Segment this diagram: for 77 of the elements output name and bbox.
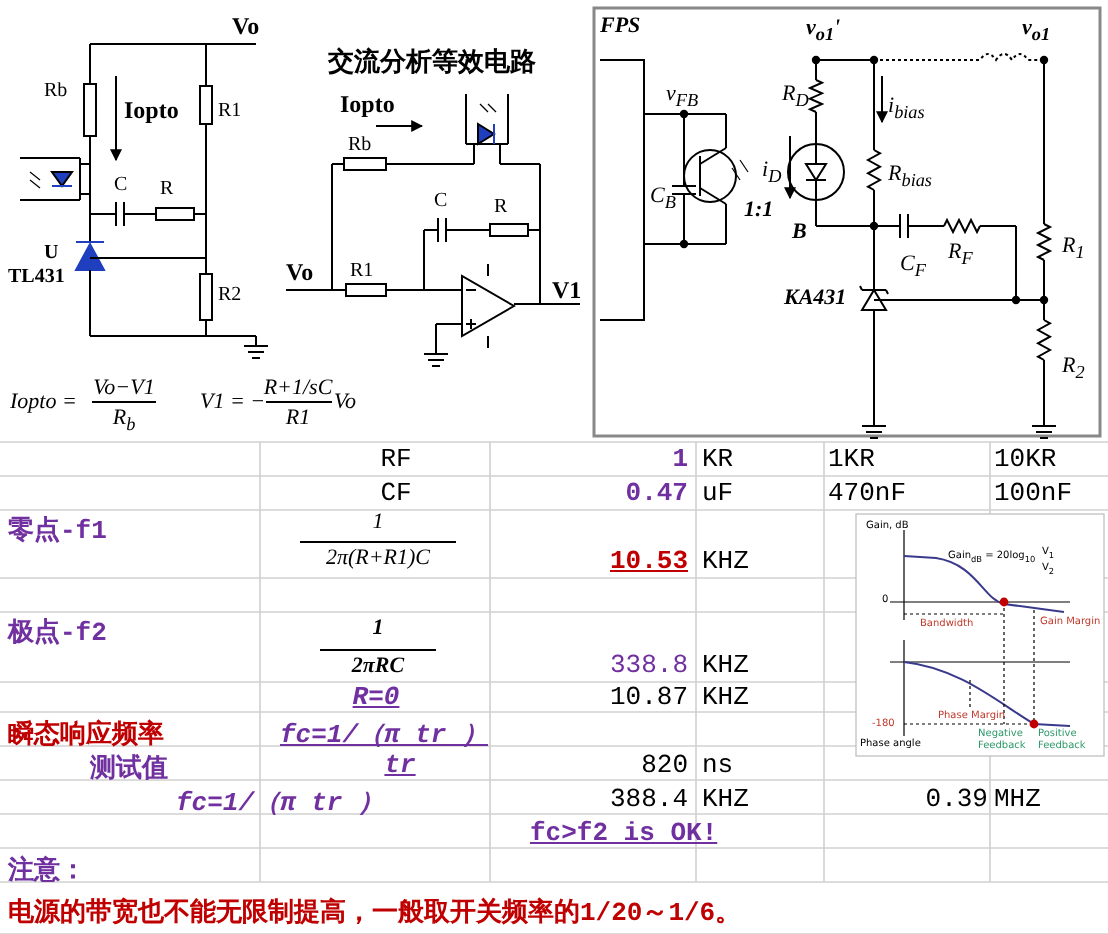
circuit-label: Rb xyxy=(348,134,372,156)
table-text: 注意： xyxy=(8,853,86,888)
formula-text: R1 xyxy=(285,406,311,430)
formula-text: 2π(R+R1)C xyxy=(325,546,431,570)
formula-text: R=0 xyxy=(352,682,400,712)
value-text: 10.87 xyxy=(609,682,688,712)
formula-text: 1 xyxy=(372,616,384,640)
formula-text: Vo xyxy=(334,390,356,414)
circuit-label: 1:1 xyxy=(744,198,774,222)
value-text: 388.4 xyxy=(609,784,688,814)
table-text: 零点-f1 xyxy=(8,514,107,548)
circuit-label: V1 xyxy=(552,276,582,306)
value-text: 820 xyxy=(641,750,688,780)
unit-text: uF xyxy=(702,478,734,508)
unit-text: KHZ xyxy=(702,546,749,576)
table-text: fc>f2 is OK! xyxy=(530,818,718,848)
table-text: 瞬态响应频率 xyxy=(8,717,164,752)
unit-text: MHZ xyxy=(994,784,1041,814)
circuit-label: KA431 xyxy=(784,286,847,310)
unit-text: KHZ xyxy=(702,650,749,680)
circuit-label: i$_{D}$ xyxy=(762,158,782,187)
circuit-label: R$_{1}$ xyxy=(1062,234,1085,263)
formula-text: R+1/sC xyxy=(263,376,333,400)
value-text: 0.39 xyxy=(925,784,988,814)
heading: 交流分析等效电路 xyxy=(328,45,536,80)
circuit-label: C xyxy=(114,174,128,196)
circuit-label: i$_{bias}$ xyxy=(888,94,925,123)
formula-text: Vo−V1 xyxy=(93,376,155,400)
circuit-label: R$_{bias}$ xyxy=(888,162,932,191)
circuit-label: C xyxy=(434,190,448,212)
value-text: 10.53 xyxy=(609,546,688,576)
circuit-label: R1 xyxy=(218,100,242,122)
circuit-label: R1 xyxy=(350,260,374,282)
circuit-label: TL431 xyxy=(8,266,65,288)
value-text: 0.47 xyxy=(625,478,688,508)
formula-text: Iopto = xyxy=(10,390,77,414)
circuit-label: C$_{B}$ xyxy=(650,184,676,213)
table-text: 100nF xyxy=(994,478,1073,508)
formula-text: R$_{b}$ xyxy=(112,406,136,435)
table-text: RF xyxy=(380,444,412,474)
circuit-label: Rb xyxy=(44,80,68,102)
value-text: 1 xyxy=(672,444,688,474)
formula-text: tr xyxy=(384,750,416,780)
table-text: 测试值 xyxy=(90,752,168,786)
unit-text: KHZ xyxy=(702,784,749,814)
circuit-label: U xyxy=(44,242,59,264)
formula-text: V1 = − xyxy=(200,390,266,414)
circuit-label: v$_{o1}$ xyxy=(1022,16,1051,45)
formula-text: fc=1/（π tr ） xyxy=(280,718,489,752)
formula-text: fc=1/（π tr ） xyxy=(176,786,385,820)
table-text: 极点-f2 xyxy=(8,616,107,650)
formula-text: 2πRC xyxy=(351,654,405,678)
circuit-label: R xyxy=(160,178,174,200)
circuit-label: v$_{FB}$ xyxy=(666,82,699,111)
note-text: 电源的带宽也不能无限制提高，一般取开关频率的1/20～1/6。 xyxy=(8,895,742,930)
circuit-label: Iopto xyxy=(340,90,395,120)
circuit-label: C$_{F}$ xyxy=(900,252,926,281)
table-text: 470nF xyxy=(828,478,907,508)
circuit-label: v$_{o1}$' xyxy=(806,16,841,45)
unit-text: ns xyxy=(702,750,734,780)
table-text: 1KR xyxy=(828,444,875,474)
circuit-label: R2 xyxy=(218,284,242,306)
circuit-label: Vo xyxy=(232,12,260,42)
table-text: CF xyxy=(380,478,412,508)
value-text: 338.8 xyxy=(609,650,688,680)
circuit-label: Vo xyxy=(286,258,314,288)
circuit-label: R$_{F}$ xyxy=(948,240,973,269)
unit-text: KR xyxy=(702,444,734,474)
circuit-label: B xyxy=(792,220,807,244)
circuit-label: R xyxy=(494,196,508,218)
unit-text: KHZ xyxy=(702,682,749,712)
circuit-label: R$_{D}$ xyxy=(782,82,809,111)
table-text: 10KR xyxy=(994,444,1057,474)
circuit-label: R$_{2}$ xyxy=(1062,354,1085,383)
circuit-label: Iopto xyxy=(124,96,179,126)
circuit-label: FPS xyxy=(600,14,641,38)
formula-text: 1 xyxy=(372,510,384,534)
